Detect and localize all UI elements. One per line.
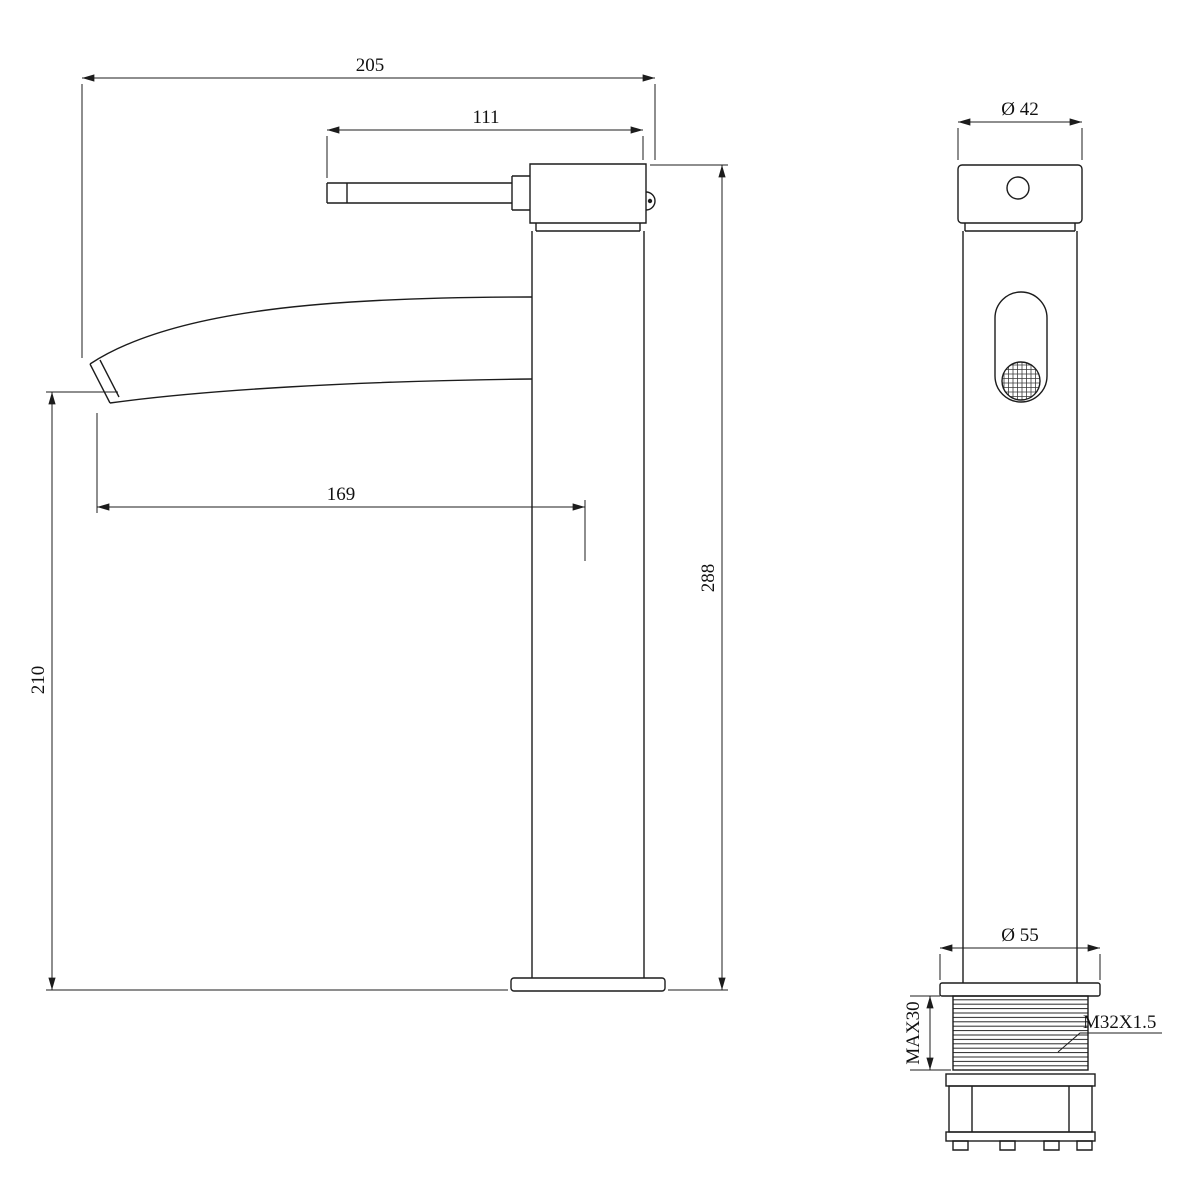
dim-mount-max-label: MAX30 xyxy=(903,1001,924,1064)
dim-spout-reach-extensions xyxy=(96,413,586,561)
dim-spout-height-label: 210 xyxy=(28,666,49,695)
dim-spout-height: 210 xyxy=(28,391,508,991)
dim-top-diameter: Ø 42 xyxy=(957,99,1083,160)
dim-mount-max: MAX30 xyxy=(903,995,951,1071)
dim-overall-length-extensions xyxy=(81,84,656,358)
dim-base-diameter: Ø 55 xyxy=(939,925,1101,980)
spout-outlet-front xyxy=(994,291,1048,403)
handle-lever xyxy=(326,182,512,204)
nut-body xyxy=(948,1085,1093,1133)
nut-tabs xyxy=(952,1140,1093,1151)
top-cap-side xyxy=(529,163,647,224)
cap-screw-icon xyxy=(1006,176,1030,200)
dim-base-diameter-label: Ø 55 xyxy=(1001,925,1038,946)
callout-thread-leader xyxy=(1057,1032,1162,1053)
spout-curve xyxy=(89,296,533,404)
washer xyxy=(945,1073,1096,1087)
callout-thread-spec: M32X1.5 xyxy=(1057,1012,1162,1053)
callout-thread-label: M32X1.5 xyxy=(1083,1012,1156,1033)
cap-ring-side xyxy=(535,223,641,232)
dim-spout-reach: 169 xyxy=(96,413,586,561)
body-side xyxy=(531,231,645,978)
body-front xyxy=(962,231,1078,983)
nut-bottom-band xyxy=(945,1131,1096,1142)
dim-overall-length-label: 205 xyxy=(356,55,385,76)
dim-base-diameter-extensions xyxy=(939,954,1101,980)
threaded-shank xyxy=(952,995,1089,1071)
base-flange-front xyxy=(939,982,1101,997)
dim-handle-length-label: 111 xyxy=(472,107,499,128)
dim-spout-height-extensions xyxy=(46,391,508,991)
top-cap-front xyxy=(957,164,1083,224)
dim-spout-reach-label: 169 xyxy=(327,484,356,505)
dim-total-height: 288 xyxy=(650,164,728,991)
cap-button-icon xyxy=(645,191,656,211)
dim-top-diameter-label: Ø 42 xyxy=(1001,99,1038,120)
cap-ring-front xyxy=(964,223,1076,232)
dim-top-diameter-extensions xyxy=(957,128,1083,160)
cap-button-dot xyxy=(647,198,653,204)
dim-handle-length-extensions xyxy=(326,136,644,178)
dim-total-height-extensions xyxy=(650,164,728,991)
base-plate-side xyxy=(510,977,666,992)
side-view: 205 111 169 210 288 xyxy=(28,55,728,992)
dim-handle-length: 111 xyxy=(326,107,644,178)
handle-collar xyxy=(511,175,530,211)
front-view: Ø 42 Ø 55 MAX30 M32X1.5 xyxy=(903,99,1162,1151)
dim-total-height-label: 288 xyxy=(698,564,719,593)
nut-facet-lines xyxy=(971,1086,1070,1132)
mounting-nut xyxy=(945,1085,1096,1151)
dim-overall-length: 205 xyxy=(81,55,656,358)
aerator-mesh-icon xyxy=(1001,361,1041,401)
